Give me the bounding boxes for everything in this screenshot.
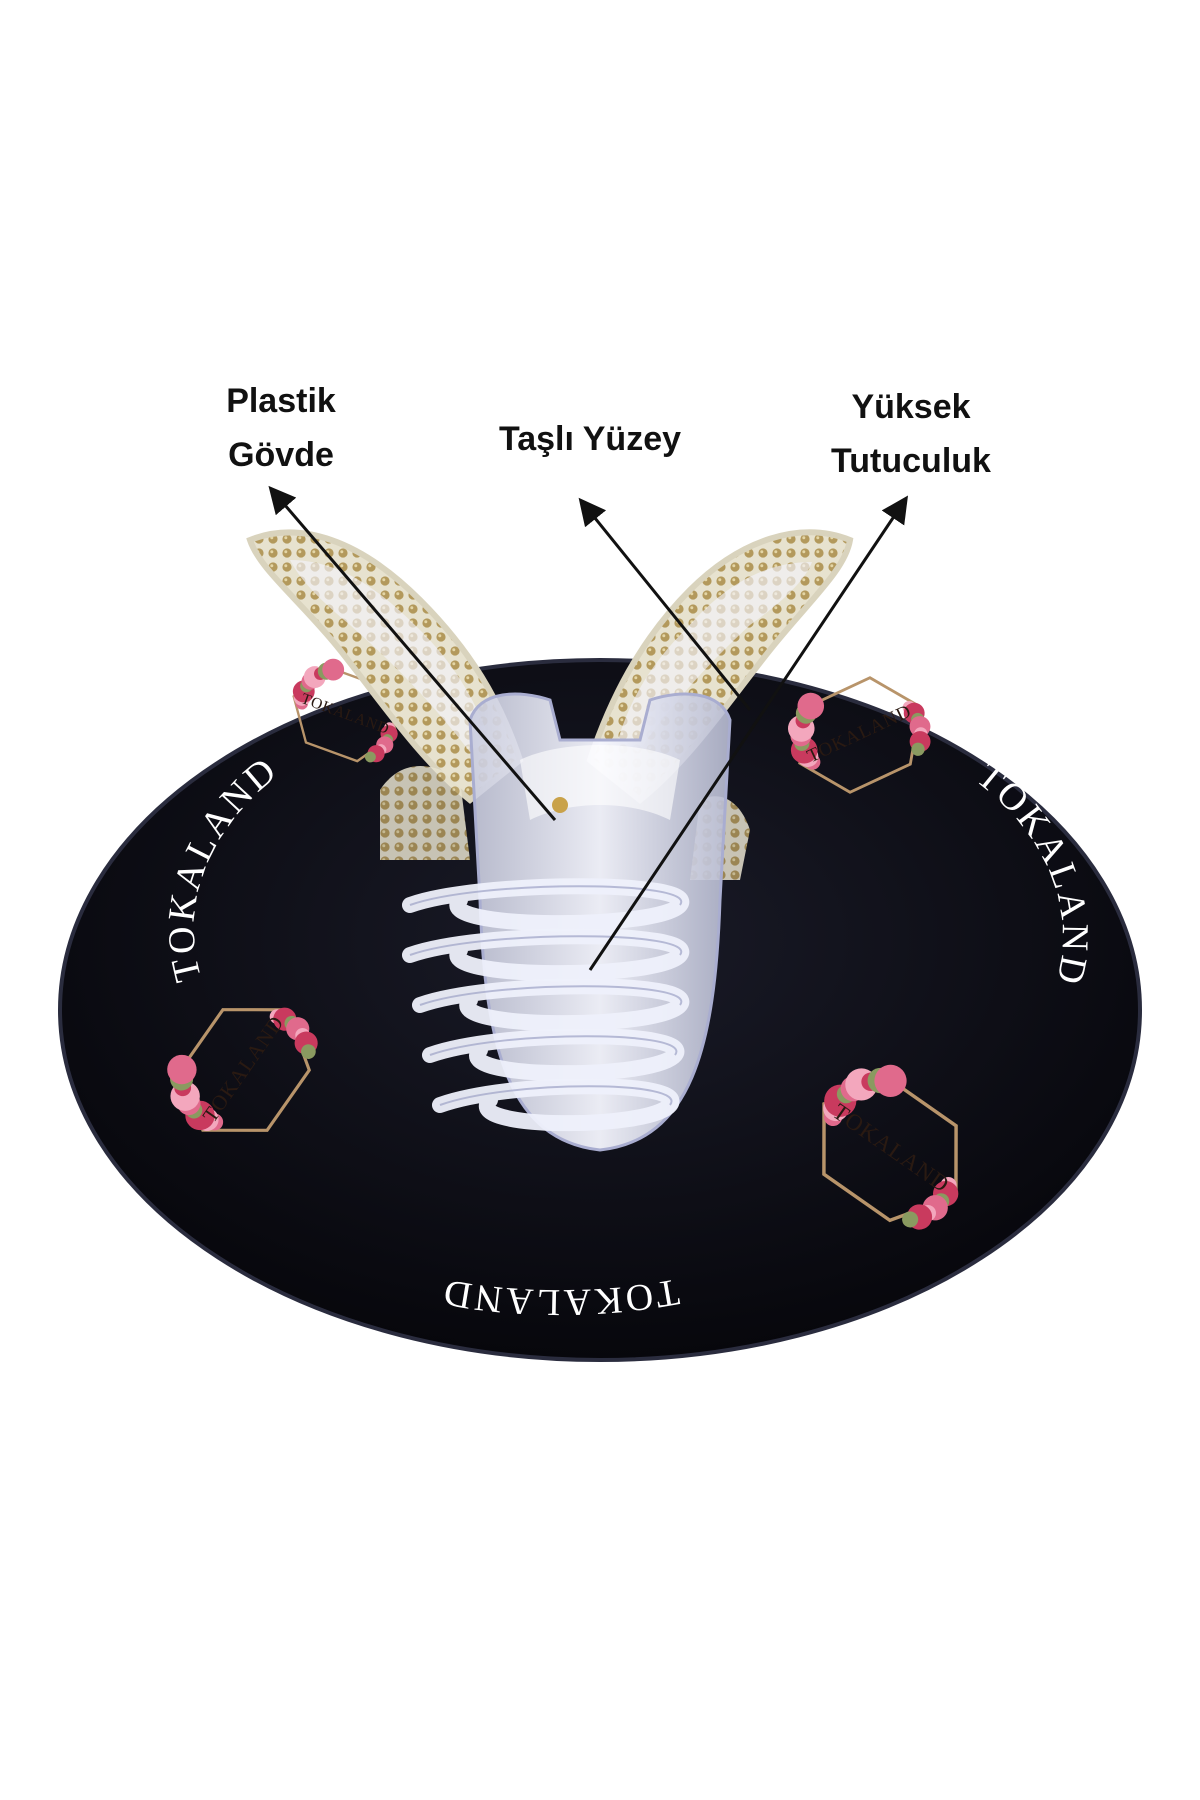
flower-wreath-icon [167, 1007, 318, 1131]
arrow-icon [268, 485, 557, 821]
callout-line: Tutuculuk [831, 442, 991, 480]
callout-yuksek-tutuculuk: Yüksek Tutuculuk [798, 380, 1024, 488]
flower-wreath-icon [787, 692, 931, 770]
callout-arrows [268, 485, 909, 971]
brand-text-top: TOKALAND [572, 457, 815, 542]
callout-line: Taşlı Yüzey [498, 420, 682, 458]
hair-clip [246, 529, 854, 1152]
callout-line: Yüksek [851, 388, 971, 426]
callout-line: Gövde [228, 436, 334, 474]
arrow-icon [578, 497, 752, 711]
flower-wreath-icon [292, 658, 398, 763]
callout-plastik-govde: Plastik Gövde [186, 374, 376, 482]
flower-wreath-icon [823, 1064, 959, 1230]
callout-line: Plastik [226, 382, 336, 420]
callout-tasli-yuzey: Taşlı Yüzey [468, 412, 712, 466]
clip-left-wing [246, 529, 524, 860]
arrow-icon [588, 495, 909, 971]
